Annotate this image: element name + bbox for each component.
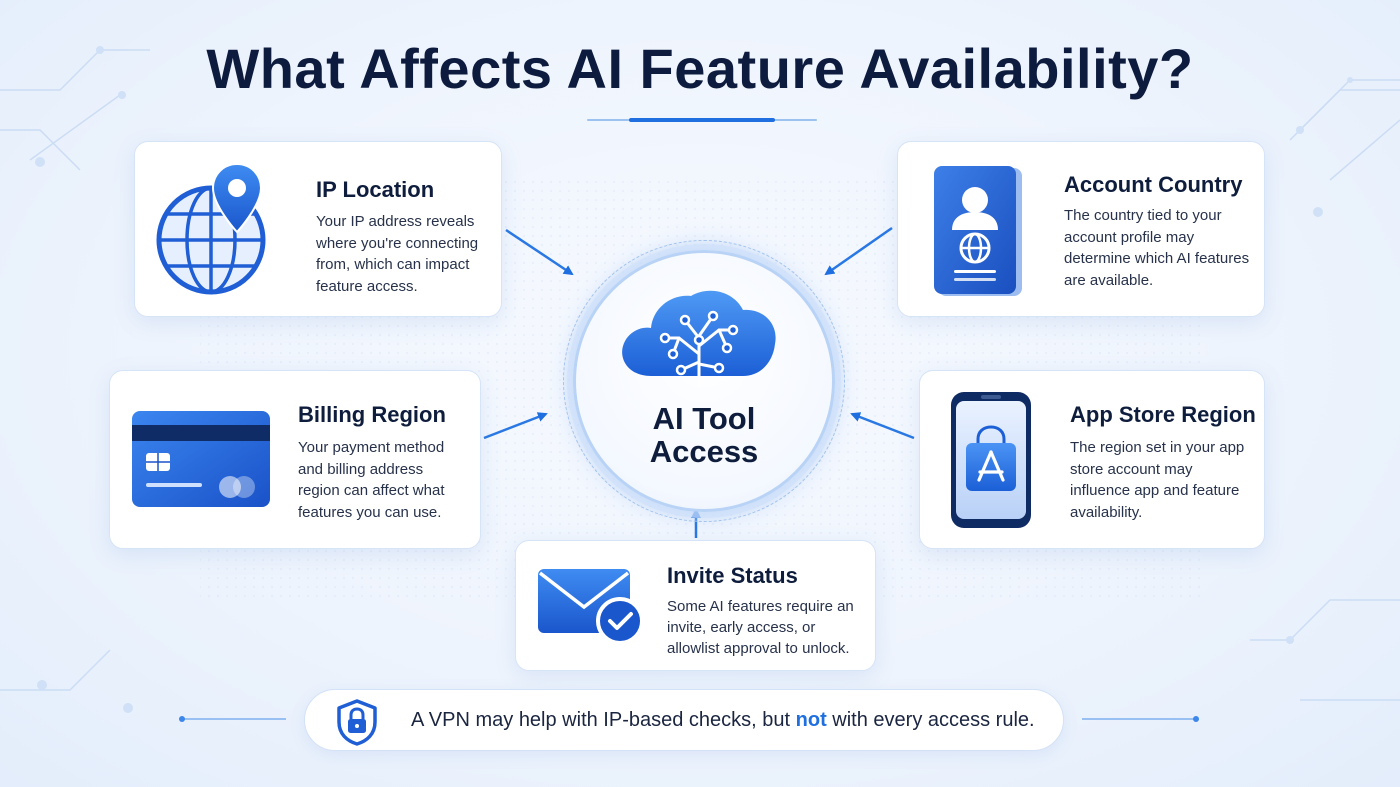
card-description: Your payment method and billing address … — [298, 439, 445, 521]
card-billing-region: Billing Region Your payment method and b… — [109, 370, 481, 549]
app-store-phone-icon — [951, 392, 1031, 528]
arrow-ip — [505, 228, 574, 276]
card-invite-status: Invite Status Some AI features require a… — [515, 540, 876, 671]
card-title: App Store Region — [1070, 402, 1256, 427]
card-description: Your IP address reveals where you're con… — [316, 213, 479, 295]
globe-location-pin-icon — [156, 162, 266, 295]
passport-id-icon — [934, 166, 1022, 296]
cloud-brain-icon — [622, 290, 776, 388]
card-title: Account Country — [1064, 172, 1243, 197]
card-title: IP Location — [316, 177, 435, 202]
card-ip-location: IP Location Your IP address reveals wher… — [134, 141, 502, 317]
arrow-account — [824, 226, 893, 276]
card-description: The region set in your app store account… — [1070, 439, 1245, 521]
title-underline — [587, 118, 817, 122]
center-label-line1: AI Tool — [652, 401, 756, 436]
banner-text-emphasis: not — [795, 709, 827, 731]
card-account-country: Account Country The country tied to your… — [897, 141, 1265, 317]
card-title: Invite Status — [667, 563, 798, 588]
arrow-appstore — [850, 412, 915, 440]
card-title: Billing Region — [298, 402, 446, 427]
banner-text: A VPN may help with IP-based checks, but… — [411, 709, 1035, 732]
card-description: Some AI features require an invite, earl… — [667, 598, 854, 657]
center-label-line2: Access — [649, 434, 759, 469]
banner-text-before: A VPN may help with IP-based checks, but — [411, 709, 796, 731]
credit-card-icon — [132, 411, 270, 507]
page-title: What Affects AI Feature Availability? — [206, 37, 1194, 100]
card-app-store-region: App Store Region The region set in your … — [919, 370, 1265, 549]
shield-lock-icon — [337, 699, 377, 746]
banner-text-after: with every access rule. — [826, 709, 1035, 731]
vpn-note-banner: A VPN may help with IP-based checks, but… — [304, 689, 1064, 751]
envelope-check-icon — [538, 569, 644, 645]
card-description: The country tied to your account profile… — [1064, 207, 1250, 289]
center-label: AI Tool Access — [573, 402, 835, 468]
arrow-billing — [483, 412, 548, 440]
